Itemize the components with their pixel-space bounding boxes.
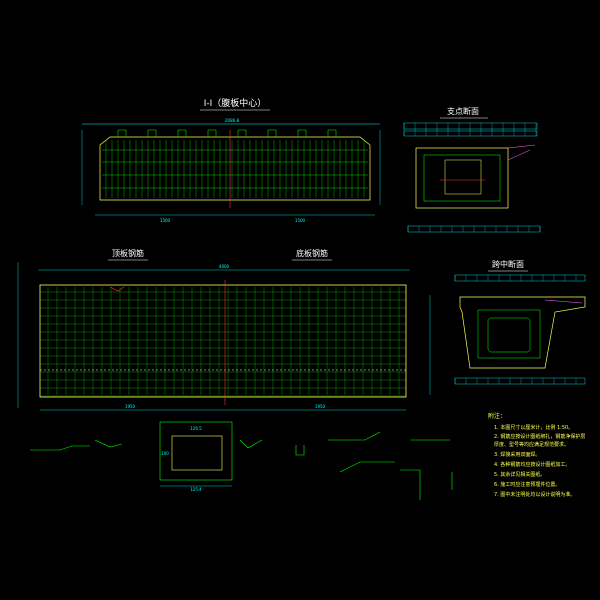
- notes-heading: 附注：: [488, 412, 506, 420]
- notes-block: 附注： 1. 本图尺寸以厘米计，比例 1:50。 2. 钢筋应按设计图纸绑扎，钢…: [488, 412, 585, 498]
- dim-sec-left: 1500: [160, 218, 171, 223]
- note-line: 3. 焊接采用双面焊。: [494, 451, 540, 458]
- dim-sec-right: 1500: [295, 218, 306, 223]
- title-support-section: 支点断面: [447, 106, 479, 116]
- title-bottom-rebar: 底板钢筋: [296, 248, 328, 258]
- title-top-rebar: 顶板钢筋: [112, 248, 144, 258]
- note-line: 厚度、型号等均应满足规范要求。: [494, 441, 569, 448]
- note-line: 4. 各种钢筋均应按设计图纸加工。: [494, 461, 570, 468]
- note-line: 2. 钢筋应按设计图纸绑扎，钢筋净保护层: [494, 433, 585, 440]
- title-section-1: I-I（腹板中心）: [204, 97, 267, 109]
- support-section-drawing: [403, 122, 541, 233]
- dim-box-width: 126.5: [190, 426, 202, 431]
- note-line: 5. 其余详见相关图纸。: [494, 471, 545, 478]
- dim-box-bottom: 125.4: [190, 487, 202, 492]
- dim-plan-left: 1950: [125, 404, 136, 409]
- dim-plan-total: 4000: [219, 264, 230, 269]
- plan-view-drawing: 4000 1950 1950: [17, 262, 431, 411]
- mid-section-drawing: [454, 274, 586, 385]
- dim-top-span: 2086.8: [225, 118, 239, 123]
- title-mid-section: 跨中断面: [492, 259, 524, 269]
- note-line: 7. 图中未注明处均以设计说明为准。: [494, 491, 575, 498]
- box-detail: 126.5 100 125.4: [159, 421, 233, 492]
- dim-box-height: 100: [161, 451, 169, 456]
- note-line: 1. 本图尺寸以厘米计，比例 1:50。: [494, 424, 573, 431]
- dim-plan-right: 1950: [315, 404, 326, 409]
- section-1-drawing: 2086.8 1500 1500: [81, 118, 381, 223]
- note-line: 6. 施工时应注意预埋件位置。: [494, 481, 560, 488]
- rebar-details: [30, 431, 453, 500]
